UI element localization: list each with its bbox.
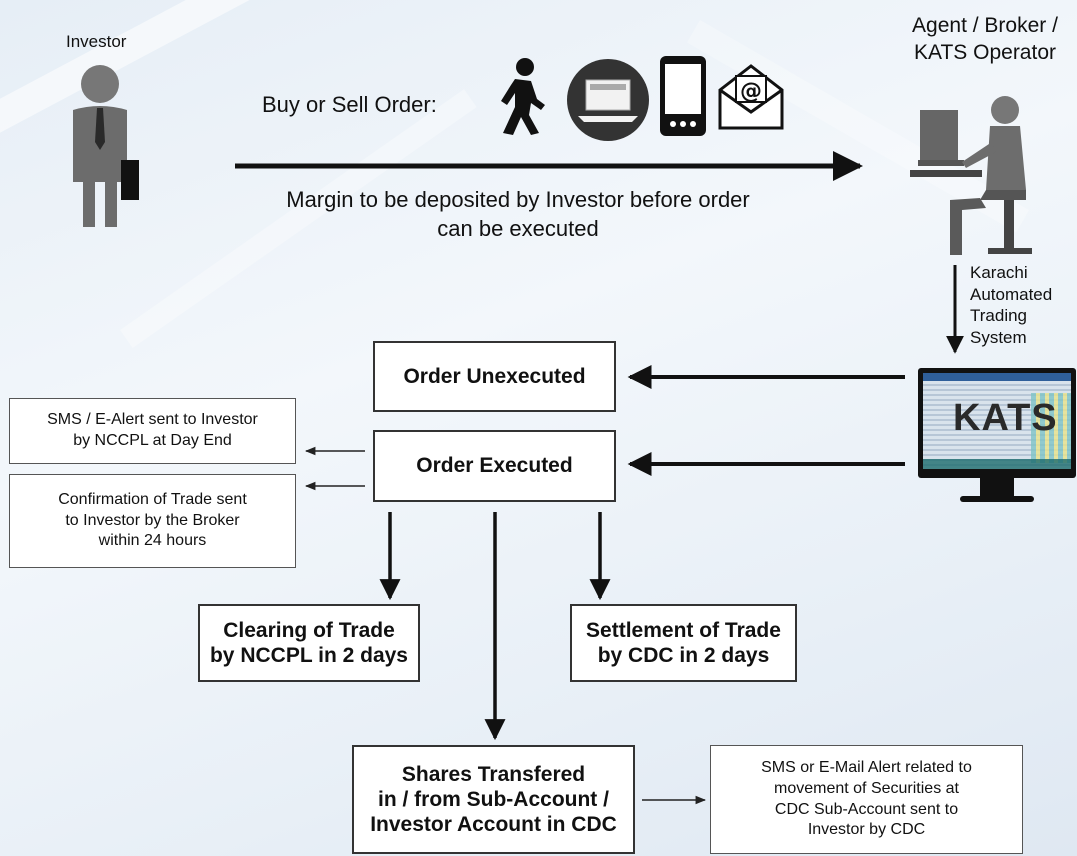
monitor-stand — [980, 478, 1014, 498]
kats-screen-text: KATS — [953, 397, 1058, 439]
kats-monitor: KATS — [918, 368, 1076, 478]
walk-in-icon — [501, 58, 545, 135]
clearing-box: Clearing of Trade by NCCPL in 2 days — [198, 604, 420, 682]
monitor-base — [960, 496, 1034, 502]
agent-operator-icon — [910, 96, 1032, 255]
email-icon: @ — [718, 64, 784, 130]
confirmation-note: Confirmation of Trade sent to Investor b… — [9, 474, 296, 568]
investor-label: Investor — [66, 32, 127, 51]
buy-sell-label: Buy or Sell Order: — [262, 92, 437, 117]
mobile-phone-icon — [660, 56, 706, 136]
svg-text:@: @ — [740, 79, 762, 104]
order-executed-box: Order Executed — [373, 430, 616, 502]
laptop-web-icon — [567, 59, 649, 141]
agent-label: Agent / Broker / KATS Operator — [912, 14, 1058, 65]
shares-transferred-box: Shares Transfered in / from Sub-Account … — [352, 745, 635, 854]
investor-icon — [73, 65, 139, 227]
kats-system-label: Karachi Automated Trading System — [970, 263, 1053, 347]
settlement-box: Settlement of Trade by CDC in 2 days — [570, 604, 797, 682]
cdc-alert-note: SMS or E-Mail Alert related to movement … — [710, 745, 1023, 854]
order-unexecuted-box: Order Unexecuted — [373, 341, 616, 412]
margin-note: Margin to be deposited by Investor befor… — [286, 187, 750, 241]
sms-alert-note: SMS / E-Alert sent to Investor by NCCPL … — [9, 398, 296, 464]
kats-screen: KATS — [923, 373, 1071, 469]
